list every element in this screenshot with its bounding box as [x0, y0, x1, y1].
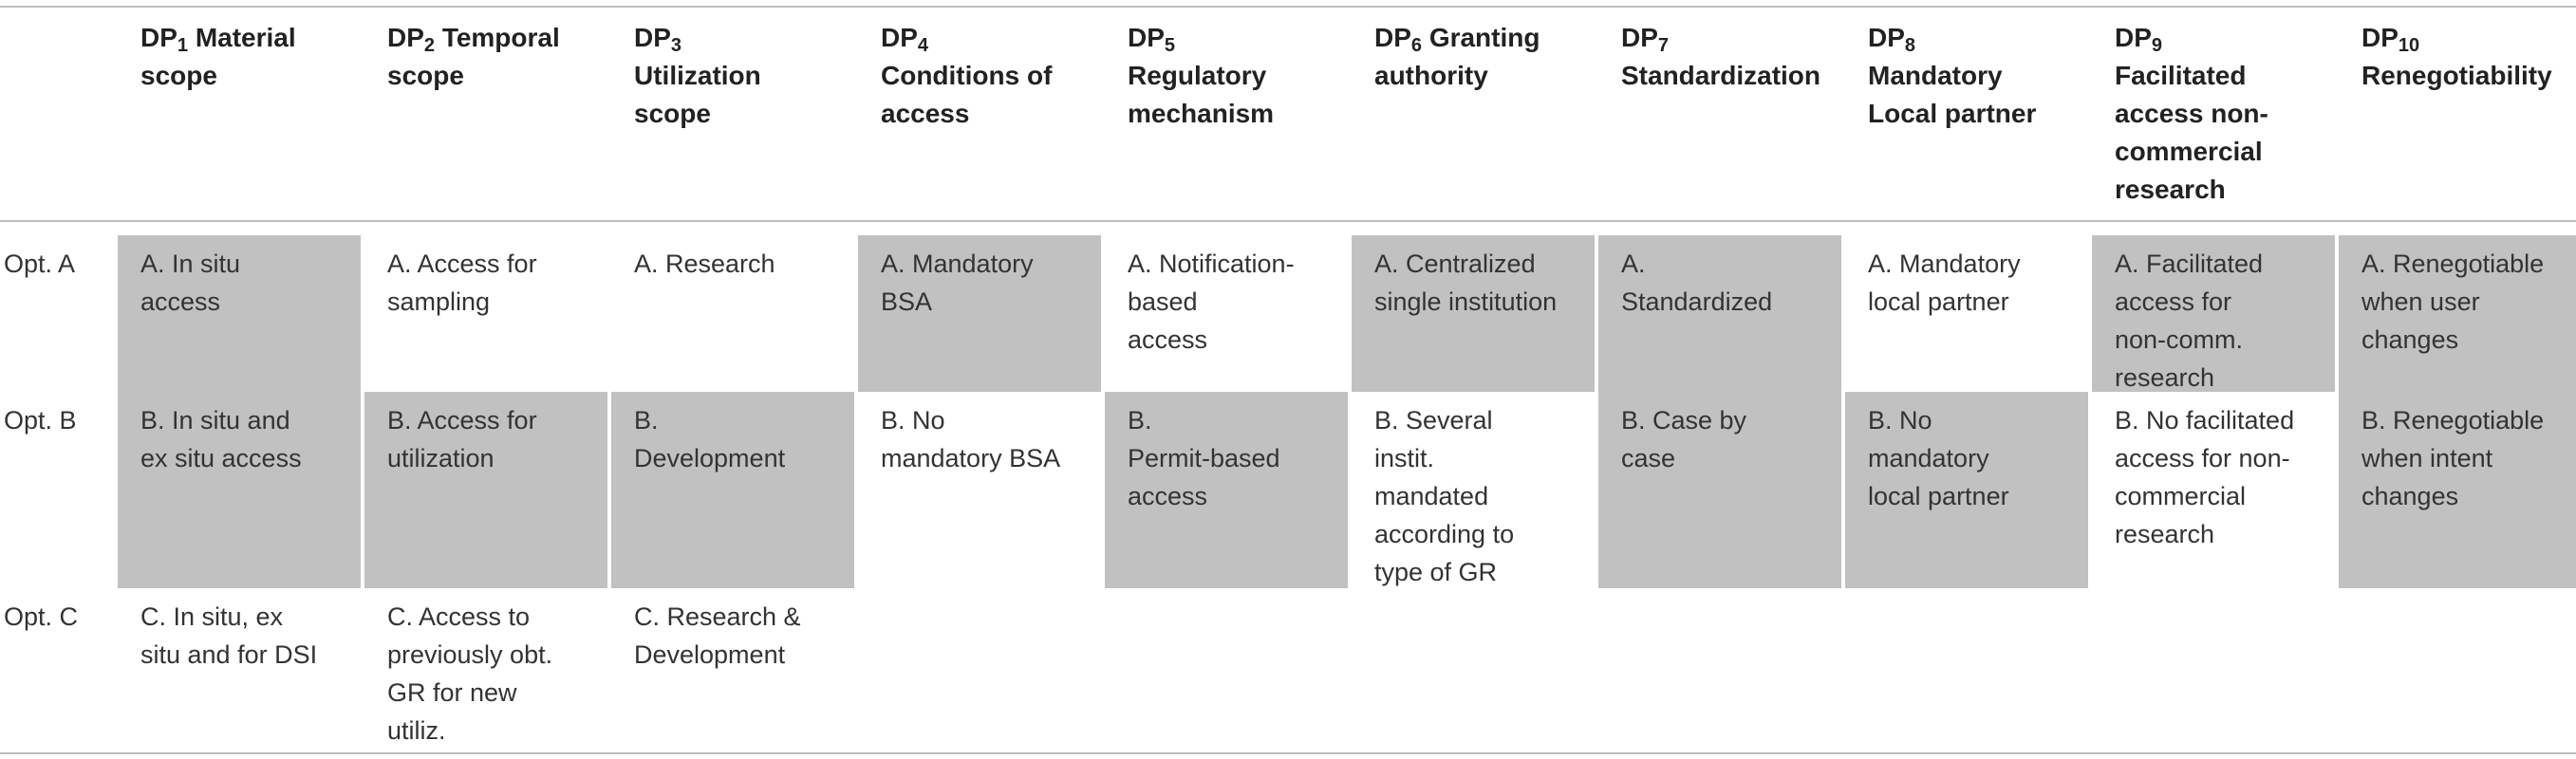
column-header-title: Standardization	[1621, 61, 1821, 90]
column-header-number: 6	[1410, 35, 1423, 56]
column-header-dp10: DP10 Renegotiability	[2361, 19, 2552, 95]
table-cell: A. Centralized single institution	[1352, 235, 1595, 392]
column-header-title: Material scope	[140, 23, 296, 90]
column-header-dp6: DP6 Granting authority	[1374, 19, 1540, 95]
table-cell	[1845, 588, 2088, 598]
column-header-prefix: DP	[2361, 23, 2399, 52]
column-header-prefix: DP	[1868, 23, 1905, 52]
column-header-number: 5	[1164, 35, 1176, 56]
column-header-dp8: DP8 Mandatory Local partner	[1868, 19, 2036, 133]
column-header-dp7: DP7 Standardization	[1621, 19, 1820, 95]
column-header-title: Temporal scope	[387, 23, 560, 90]
column-header-dp3: DP3 Utilization scope	[634, 19, 761, 133]
table-cell: B. Several instit. mandated according to…	[1374, 406, 1515, 586]
table-cell: B. Permit-based access	[1105, 392, 1348, 588]
column-header-prefix: DP	[1621, 23, 1658, 52]
table-cell: B. No facilitated access for non- commer…	[2115, 406, 2295, 548]
column-header-title: Granting authority	[1374, 23, 1540, 90]
table-cell: B. Case by case	[1598, 392, 1841, 588]
column-header-dp4: DP4 Conditions of access	[881, 19, 1052, 133]
table-cell	[1352, 588, 1595, 598]
column-header-prefix: DP	[634, 23, 671, 52]
column-header-dp5: DP5 Regulatory mechanism	[1128, 19, 1274, 133]
column-header-number: 4	[917, 35, 929, 56]
column-header-prefix: DP	[387, 23, 424, 52]
column-header-number: 7	[1657, 35, 1670, 56]
table-cell: A. Renegotiable when user changes	[2339, 235, 2576, 392]
table-cell: C. Research & Development	[634, 602, 801, 669]
table-cell: A. In situ access	[118, 235, 361, 392]
row-label: Opt. C	[4, 602, 79, 631]
column-header-number: 3	[670, 35, 682, 56]
table-bottom-rule	[0, 752, 2576, 754]
column-header-title: Utilization scope	[634, 61, 761, 128]
table-cell: B. In situ and ex situ access	[118, 392, 361, 588]
table-cell	[2092, 588, 2335, 598]
column-header-prefix: DP	[881, 23, 918, 52]
column-header-number: 10	[2398, 35, 2420, 56]
column-header-title: Renegotiability	[2361, 61, 2552, 90]
table-cell: B. Development	[611, 392, 854, 588]
table-cell: A. Access for sampling	[387, 250, 537, 316]
row-label: Opt. A	[4, 250, 76, 278]
table-cell: B. Renegotiable when intent changes	[2339, 392, 2576, 588]
column-header-prefix: DP	[1374, 23, 1411, 52]
table-cell: A. Mandatory BSA	[858, 235, 1101, 392]
table-header-rule	[0, 220, 2576, 222]
table-cell	[858, 588, 1101, 598]
column-header-number: 9	[2151, 35, 2163, 56]
table-cell	[1105, 588, 1348, 598]
column-header-prefix: DP	[1128, 23, 1165, 52]
table-cell: A. Mandatory local partner	[1868, 250, 2021, 316]
table-cell: B. No mandatory BSA	[881, 406, 1061, 472]
table-cell: B. No mandatory local partner	[1845, 392, 2088, 588]
table-top-rule	[0, 6, 2576, 8]
column-header-title: Mandatory Local partner	[1868, 61, 2037, 128]
column-header-number: 1	[177, 35, 189, 56]
table-cell	[1598, 588, 1841, 598]
column-header-title: Facilitated access non- commercial resea…	[2115, 61, 2268, 204]
table-cell: A. Facilitated access for non-comm. rese…	[2092, 235, 2335, 392]
column-header-title: Conditions of access	[881, 61, 1053, 128]
column-header-title: Regulatory mechanism	[1128, 61, 1275, 128]
column-header-dp1: DP1 Material scope	[140, 19, 296, 95]
column-header-prefix: DP	[140, 23, 177, 52]
column-header-number: 2	[423, 35, 436, 56]
column-header-dp9: DP9 Facilitated access non- commercial r…	[2115, 19, 2268, 209]
table-cell: A. Standardized	[1598, 235, 1841, 392]
table-cell: C. In situ, ex situ and for DSI	[140, 602, 318, 669]
column-header-dp2: DP2 Temporal scope	[387, 19, 560, 95]
table-cell: C. Access to previously obt. GR for new …	[387, 602, 553, 745]
column-header-number: 8	[1904, 35, 1916, 56]
table-cell: A. Notification- based access	[1128, 250, 1295, 354]
table-cell: A. Research	[634, 250, 775, 278]
row-label: Opt. B	[4, 406, 77, 435]
table-cell	[2339, 588, 2576, 598]
table-cell: B. Access for utilization	[364, 392, 607, 588]
column-header-prefix: DP	[2115, 23, 2152, 52]
